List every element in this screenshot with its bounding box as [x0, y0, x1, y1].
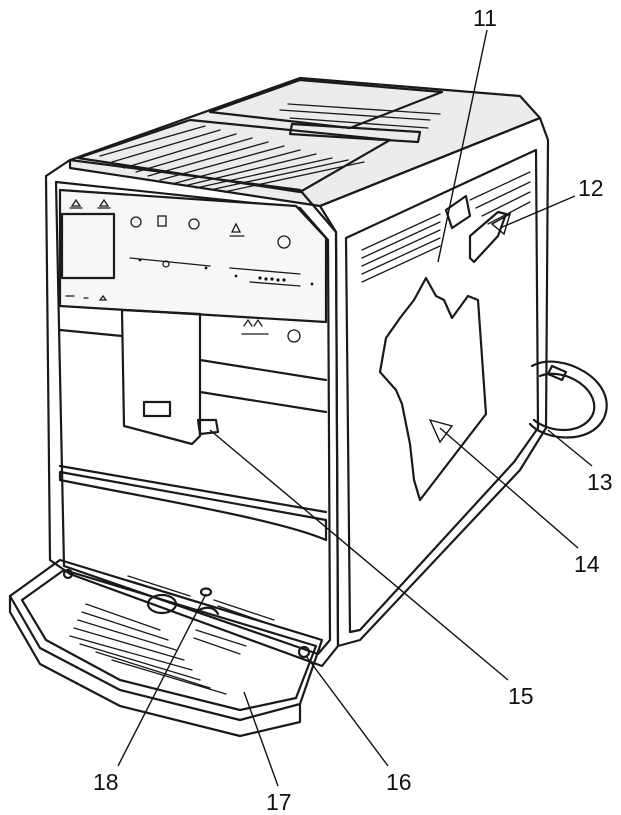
product-buttons [65, 198, 314, 343]
espresso-icon [97, 198, 111, 209]
front-frame [44, 158, 340, 668]
callout-15: 15 [508, 683, 534, 709]
leader-15 [209, 429, 509, 681]
callout-12: 12 [578, 175, 604, 201]
front-lines [58, 328, 328, 514]
cup-platform [146, 593, 178, 615]
leader-17 [243, 691, 279, 787]
leader-13 [547, 429, 593, 467]
callout-14: 14 [574, 551, 600, 577]
latte-icon [130, 216, 142, 228]
coffee-spout [120, 308, 202, 446]
machine-body [8, 76, 608, 738]
display-screen [60, 212, 116, 280]
control-panel [58, 188, 328, 324]
callout-13: 13 [587, 469, 613, 495]
side-slot [468, 210, 508, 264]
hot-water-icon [229, 222, 245, 237]
leader-18 [117, 593, 207, 767]
callout-16: 16 [386, 769, 412, 795]
side-vents [361, 171, 531, 283]
power-cord [528, 360, 608, 439]
callout-11: 11 [473, 5, 497, 31]
callout-labels: 11 12 13 14 15 16 17 18 [93, 5, 613, 815]
spout-indicator [142, 400, 172, 418]
bean-container-lid [208, 78, 444, 130]
coffee-cup-icon [69, 198, 83, 209]
spout-tip [196, 418, 220, 436]
leader-16 [305, 655, 389, 767]
leader-12 [499, 195, 576, 229]
drip-tray-float [297, 645, 311, 659]
milk-icon [157, 215, 167, 227]
drip-tray-grate [69, 575, 277, 695]
callout-18: 18 [93, 769, 119, 795]
brew-unit-cover [378, 276, 488, 502]
leader-lines [117, 29, 593, 787]
leader-14 [439, 427, 579, 549]
leader-11 [437, 29, 488, 263]
callout-17: 17 [266, 789, 292, 815]
top-lid [68, 76, 542, 208]
drip-tray [8, 558, 324, 738]
